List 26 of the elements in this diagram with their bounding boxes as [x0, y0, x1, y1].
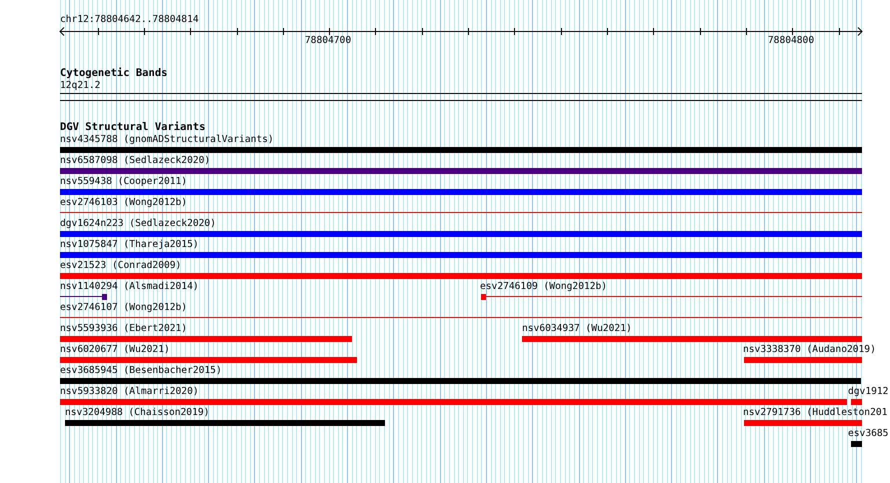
feature-label: esv21523 (Conrad2009) — [60, 260, 182, 271]
band-name: 12q21.2 — [60, 80, 100, 91]
feature-label: esv2746103 (Wong2012b) — [60, 197, 188, 208]
feature-label: nsv6034937 (Wu2021) — [522, 323, 632, 334]
feature-label: nsv3338370 (Audano2019) — [743, 344, 876, 355]
tick-label: 78804800 — [768, 35, 814, 46]
coordinate-range-text: chr12:78804642..78804814 — [60, 14, 199, 25]
feature-label: dgv1912 — [848, 386, 888, 397]
feature-label: nsv2791736 (Huddleston201 — [743, 407, 888, 418]
feature-label: esv2746107 (Wong2012b) — [60, 302, 188, 313]
feature-label: esv3685 — [848, 428, 888, 439]
feature-label: nsv1075847 (Thareja2015) — [60, 239, 199, 250]
feature-label: esv2746109 (Wong2012b) — [480, 281, 608, 292]
feature-label: nsv6020677 (Wu2021) — [60, 344, 170, 355]
feature-label: nsv559438 (Cooper2011) — [60, 176, 188, 187]
feature-label: nsv5933820 (Almarri2020) — [60, 386, 199, 397]
feature-label: esv3685945 (Besenbacher2015) — [60, 365, 222, 376]
feature-label: nsv3204988 (Chaisson2019) — [65, 407, 210, 418]
feature-label: nsv4345788 (gnomADStructuralVariants) — [60, 134, 274, 145]
track-heading: Cytogenetic Bands — [60, 68, 168, 79]
feature-label: dgv1624n223 (Sedlazeck2020) — [60, 218, 216, 229]
track-heading: DGV Structural Variants — [60, 122, 206, 133]
tick-label: 78804700 — [304, 35, 352, 46]
feature-label: nsv6587098 (Sedlazeck2020) — [60, 155, 210, 166]
feature-label: nsv1140294 (Alsmadi2014) — [60, 281, 199, 292]
feature-label: nsv5593936 (Ebert2021) — [60, 323, 188, 334]
